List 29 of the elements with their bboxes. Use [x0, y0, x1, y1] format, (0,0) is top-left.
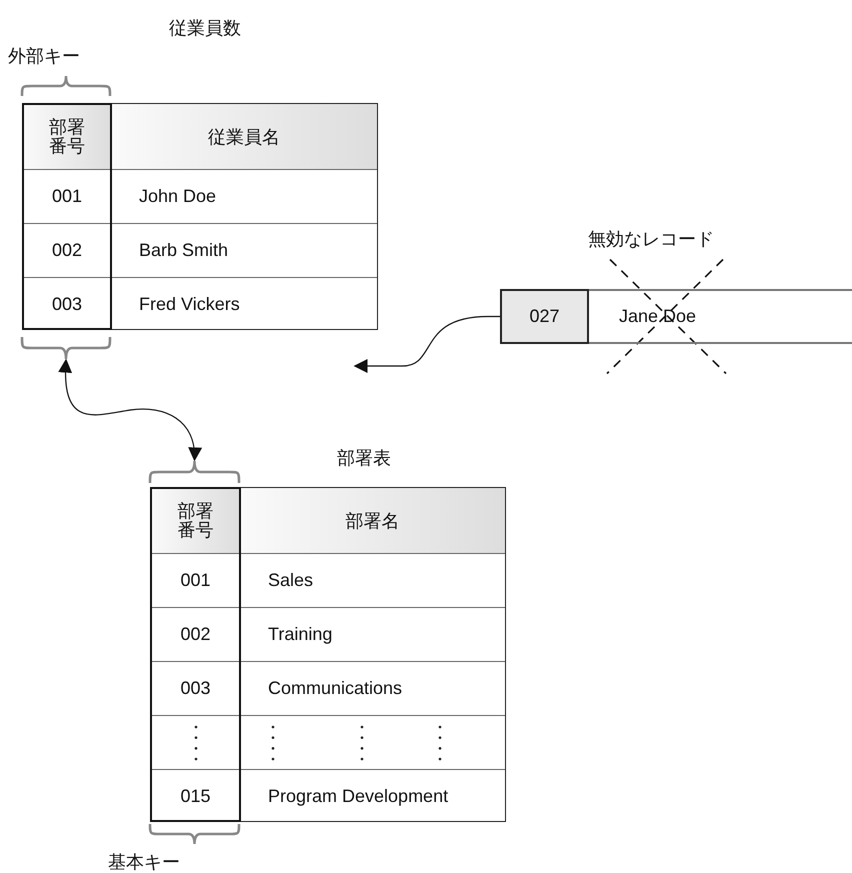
department-number: 003 — [180, 678, 211, 699]
department-number: 002 — [180, 624, 211, 645]
column-header: 部署番号 — [49, 118, 85, 156]
key-label: 外部キー — [8, 45, 80, 68]
department-number: 027 — [529, 306, 560, 327]
curly-brace — [20, 335, 112, 361]
table-title: 部署表 — [337, 447, 391, 470]
column-header: 部署番号 — [178, 502, 214, 540]
arrow — [58, 358, 202, 462]
curly-brace — [148, 459, 241, 485]
department-name: Program Development — [268, 786, 448, 807]
employee-name: Jane Doe — [619, 306, 696, 327]
department-name: Sales — [268, 570, 314, 591]
department-number: 001 — [52, 186, 82, 207]
department-number: 015 — [180, 786, 211, 807]
employee-name: Barb Smith — [139, 240, 228, 261]
employee-name: Fred Vickers — [139, 294, 240, 315]
arrow — [354, 316, 500, 373]
column-header: 部署名 — [346, 510, 400, 532]
department-name: Training — [268, 624, 332, 645]
record-title: 無効なレコード — [588, 228, 714, 251]
table-title: 従業員数 — [169, 17, 241, 40]
key-label: 基本キー — [108, 851, 180, 873]
column-header: 従業員名 — [208, 126, 280, 148]
department-number: 003 — [52, 294, 82, 315]
department-number: 001 — [180, 570, 211, 591]
employee-name: John Doe — [139, 186, 216, 207]
department-number: 002 — [52, 240, 82, 261]
department-name: Communications — [268, 678, 402, 699]
